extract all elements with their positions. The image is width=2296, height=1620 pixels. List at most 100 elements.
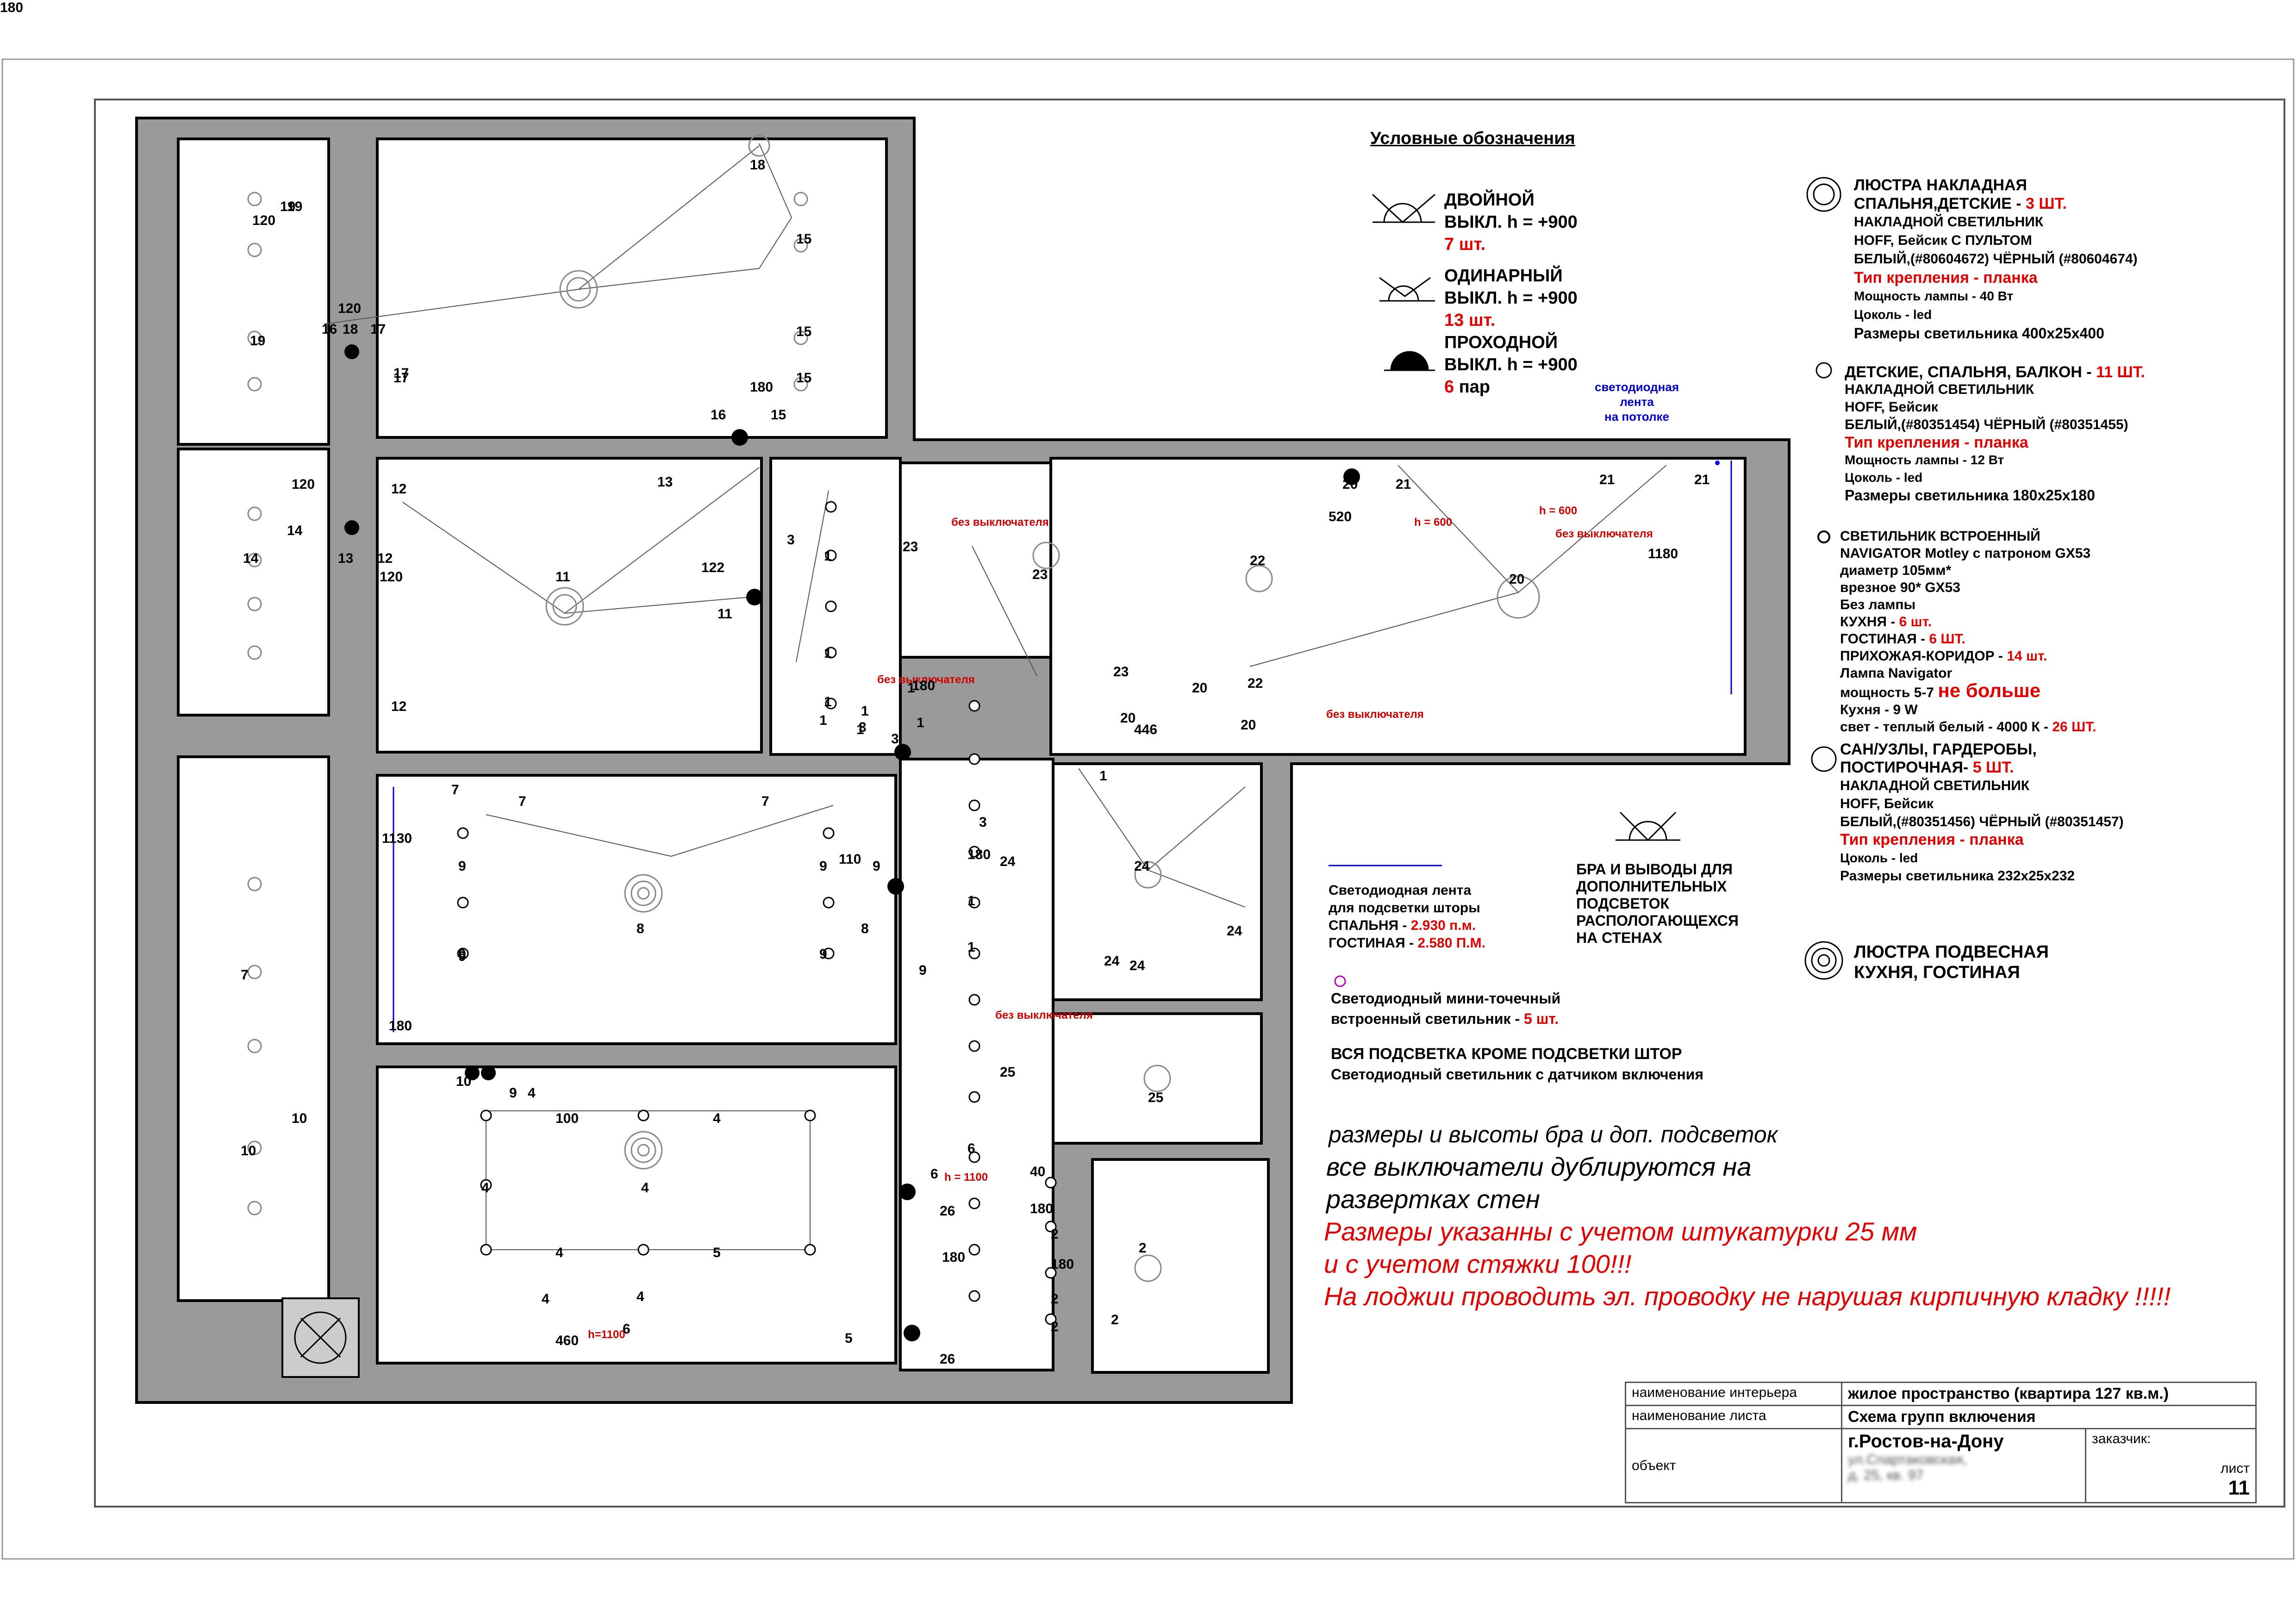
plan-label: 22 <box>1250 553 1266 568</box>
plan-label: 20 <box>1342 477 1358 492</box>
plan-label: без выключателя <box>1555 528 1653 540</box>
plan-label: 180 <box>389 1018 412 1034</box>
legend-mini-spot: Светодиодный мини-точечный встроенный св… <box>1331 990 1561 1027</box>
sheet-outer-frame <box>1 58 2295 1560</box>
plan-label: 19 <box>287 199 303 214</box>
plan-label: 2 <box>1051 1319 1059 1334</box>
plan-label: без выключателя <box>1326 708 1424 721</box>
object-address: г.Ростов-на-Дону ул.Спартаковская, д. 25… <box>1841 1428 2086 1503</box>
plan-label: 6 <box>967 1141 975 1156</box>
legend-symbols <box>1329 177 1843 987</box>
plan-label: 2 <box>1051 1291 1059 1307</box>
plan-label: 11 <box>555 569 570 585</box>
plan-label: 11 <box>718 606 732 622</box>
plan-label: 4 <box>636 1289 644 1304</box>
plan-label: 2 <box>1111 1312 1119 1327</box>
spec-recessed: СВЕТИЛЬНИК ВСТРОЕННЫЙ NAVIGATOR Motley с… <box>1840 529 2096 735</box>
plan-label: 18 <box>750 157 766 173</box>
plan-label: 9 <box>873 859 880 874</box>
plan-label: h=1100 <box>588 1328 625 1341</box>
plan-label: 2 <box>1139 1240 1147 1256</box>
plan-label: 180 <box>912 678 936 693</box>
plan-label: 40 <box>1030 1164 1046 1179</box>
plan-label: 11 <box>718 606 732 622</box>
room-bedroom-top <box>376 137 888 439</box>
plan-label: 17 <box>370 322 386 337</box>
plan-label: 180 <box>1051 1257 1074 1272</box>
plan-label: 12 <box>391 699 407 714</box>
plan-label: 446 <box>1134 722 1158 737</box>
plan-label: 17 <box>393 370 409 386</box>
plan-label: 2 <box>1051 1227 1059 1242</box>
plan-label: 15 <box>796 324 812 339</box>
legend-pass-switch: ПРОХОДНОЙ ВЫКЛ. h = +900 6 пар <box>1444 333 1578 397</box>
plan-label: 120 <box>380 569 403 585</box>
plan-label: 3 <box>979 815 987 830</box>
legend-double-switch: ДВОЙНОЙ ВЫКЛ. h = +900 7 шт. <box>1444 190 1578 254</box>
plan-label: 24 <box>1129 958 1145 973</box>
plan-label: 180 <box>967 847 991 862</box>
plan-label: 24 <box>1227 923 1242 939</box>
plan-label: 24 <box>1000 854 1016 869</box>
sheet-label: наименование листа <box>1625 1405 1842 1429</box>
plan-label: 4 <box>542 1291 549 1307</box>
plan-label: h = 600 <box>1414 516 1453 529</box>
object-label: объект <box>1625 1428 1842 1503</box>
plan-label: 24 <box>1134 859 1150 874</box>
plan-label: 26 <box>940 1352 955 1367</box>
plan-label: 6 <box>623 1321 630 1337</box>
plan-label: 20 <box>1120 710 1136 726</box>
plan-label: 5 <box>845 1331 853 1346</box>
plan-label: 10 <box>241 1143 256 1159</box>
title-block: наименование интерьера жилое пространств… <box>1625 1382 2257 1503</box>
plan-label: 7 <box>241 967 249 983</box>
spec-small-fixture: ДЕТСКИЕ, СПАЛЬНЯ, БАЛКОН - 11 ШТ. НАКЛАД… <box>1845 363 2145 504</box>
plan-label: 1 <box>861 704 869 719</box>
plan-label: 110 <box>839 852 861 867</box>
plan-label: 5 <box>713 1245 721 1260</box>
plan-label: 1 <box>0 0 8 15</box>
plan-label: 1 <box>824 646 832 661</box>
plan-label: 4 <box>481 1180 489 1196</box>
plan-label: 12 <box>391 481 407 497</box>
note-4: Размеры указанны с учетом штукатурки 25 … <box>1324 1217 1917 1246</box>
plan-label: 10 <box>456 1074 472 1089</box>
plan-label: 1 <box>907 680 915 696</box>
plan-label: 23 <box>903 539 918 555</box>
spec-bath: САН/УЗЛЫ, ГАРДЕРОБЫ, ПОСТИРОЧНАЯ- 5 ШТ. … <box>1840 741 2124 884</box>
plan-label: 100 <box>555 1111 579 1126</box>
customer-cell: заказчик: лист 11 <box>2085 1428 2257 1503</box>
note-1: размеры и высоты бра и доп. подсветок <box>1329 1122 1778 1147</box>
room-24 <box>1052 762 1263 1001</box>
switches <box>344 344 1720 1341</box>
plan-label: 13 <box>657 474 673 490</box>
plan-label: 20 <box>1241 717 1256 733</box>
room-25 <box>1052 1012 1263 1145</box>
plan-label: 19 <box>250 333 266 349</box>
interior-label: наименование интерьера <box>1625 1382 1842 1406</box>
plan-label: 1 <box>824 694 832 710</box>
plan-label: 15 <box>796 370 812 386</box>
plan-label: 1 <box>1099 768 1107 784</box>
room-bedroom-11 <box>376 457 763 754</box>
plan-label: 21 <box>1599 472 1615 487</box>
plan-label: 9 <box>919 963 927 978</box>
plan-label: 26 <box>940 1203 955 1219</box>
legend-led-ceiling: светодиодная лента на потолке <box>1595 380 1679 424</box>
plan-label: 460 <box>555 1333 579 1348</box>
plan-label: 9 <box>458 859 466 874</box>
plan-label: 25 <box>1000 1065 1016 1080</box>
plan-label: 120 <box>252 213 276 228</box>
note-3: развертках стен <box>1326 1184 1540 1214</box>
plan-label: 9 <box>509 1085 517 1101</box>
plan-label: 12 <box>377 551 393 566</box>
plan-label: 23 <box>1113 664 1129 679</box>
plan-label: 17 <box>393 366 409 381</box>
plan-label: 21 <box>1694 472 1710 487</box>
room-26 <box>1091 1158 1270 1374</box>
plan-label: 1 <box>967 893 975 909</box>
plan-label: 180 <box>1030 1201 1054 1216</box>
plan-label: 19 <box>280 199 296 214</box>
plan-label: 7 <box>451 782 459 798</box>
